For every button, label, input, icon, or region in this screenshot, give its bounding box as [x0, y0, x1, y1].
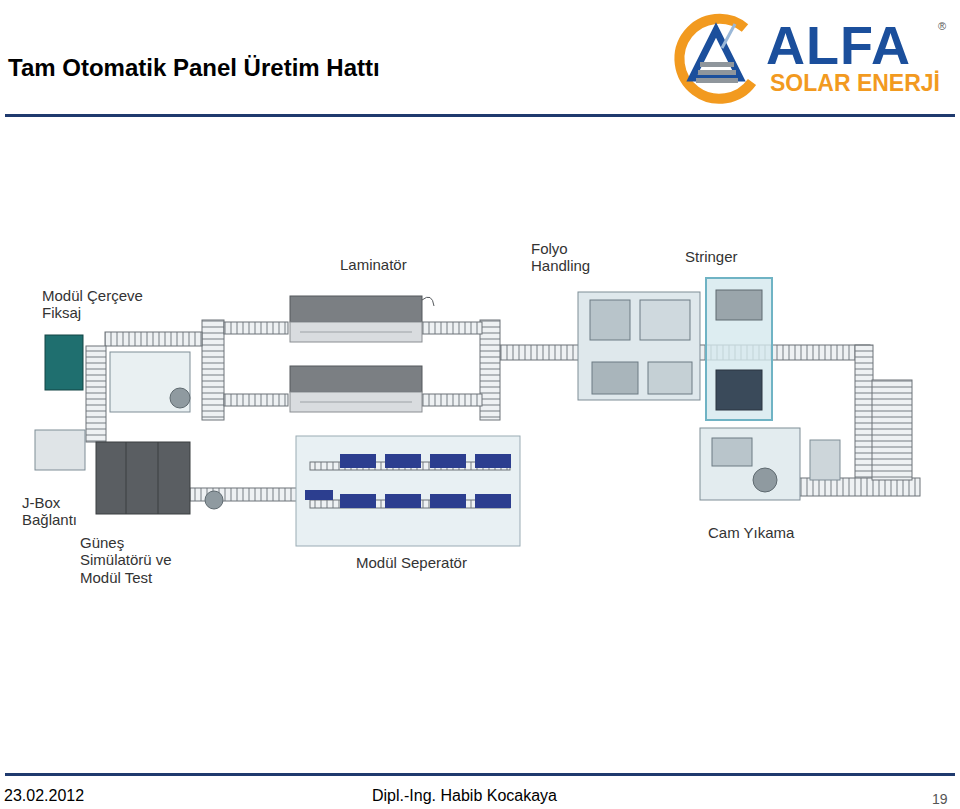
machine-label: J-Box Bağlantı	[22, 494, 90, 529]
footer-date: 23.02.2012	[4, 787, 84, 805]
laminator-machine	[290, 296, 434, 412]
machine-label: Güneş Simülatörü ve Modül Test	[80, 534, 185, 586]
logo-wordmark: ALFA	[766, 14, 911, 76]
footer-rule	[5, 773, 955, 776]
footer-author: Dipl.-Ing. Habib Kocakaya	[372, 787, 557, 805]
glass-washing-machine	[700, 428, 840, 500]
machine-label: Modül Seperatör	[356, 554, 496, 571]
registered-mark: ®	[938, 20, 946, 33]
logo-icon	[679, 19, 752, 99]
slide-title: Tam Otomatik Panel Üretim Hattı	[8, 54, 380, 82]
header-rule	[5, 114, 955, 117]
foil-handling-machine	[578, 292, 700, 400]
machine-label: Modül Çerçeve Fiksaj	[42, 287, 154, 322]
module-separator	[296, 436, 520, 546]
machine-label: Folyo Handling	[531, 240, 603, 275]
stringer-machine	[706, 278, 772, 420]
machine-label: Stringer	[685, 248, 765, 265]
page-number: 19	[932, 791, 948, 807]
machine-label: Laminatör	[340, 256, 430, 273]
logo-subtitle: SOLAR ENERJİ	[770, 70, 940, 96]
machine-label: Cam Yıkama	[708, 524, 818, 541]
sun-simulator-machine	[96, 442, 223, 514]
